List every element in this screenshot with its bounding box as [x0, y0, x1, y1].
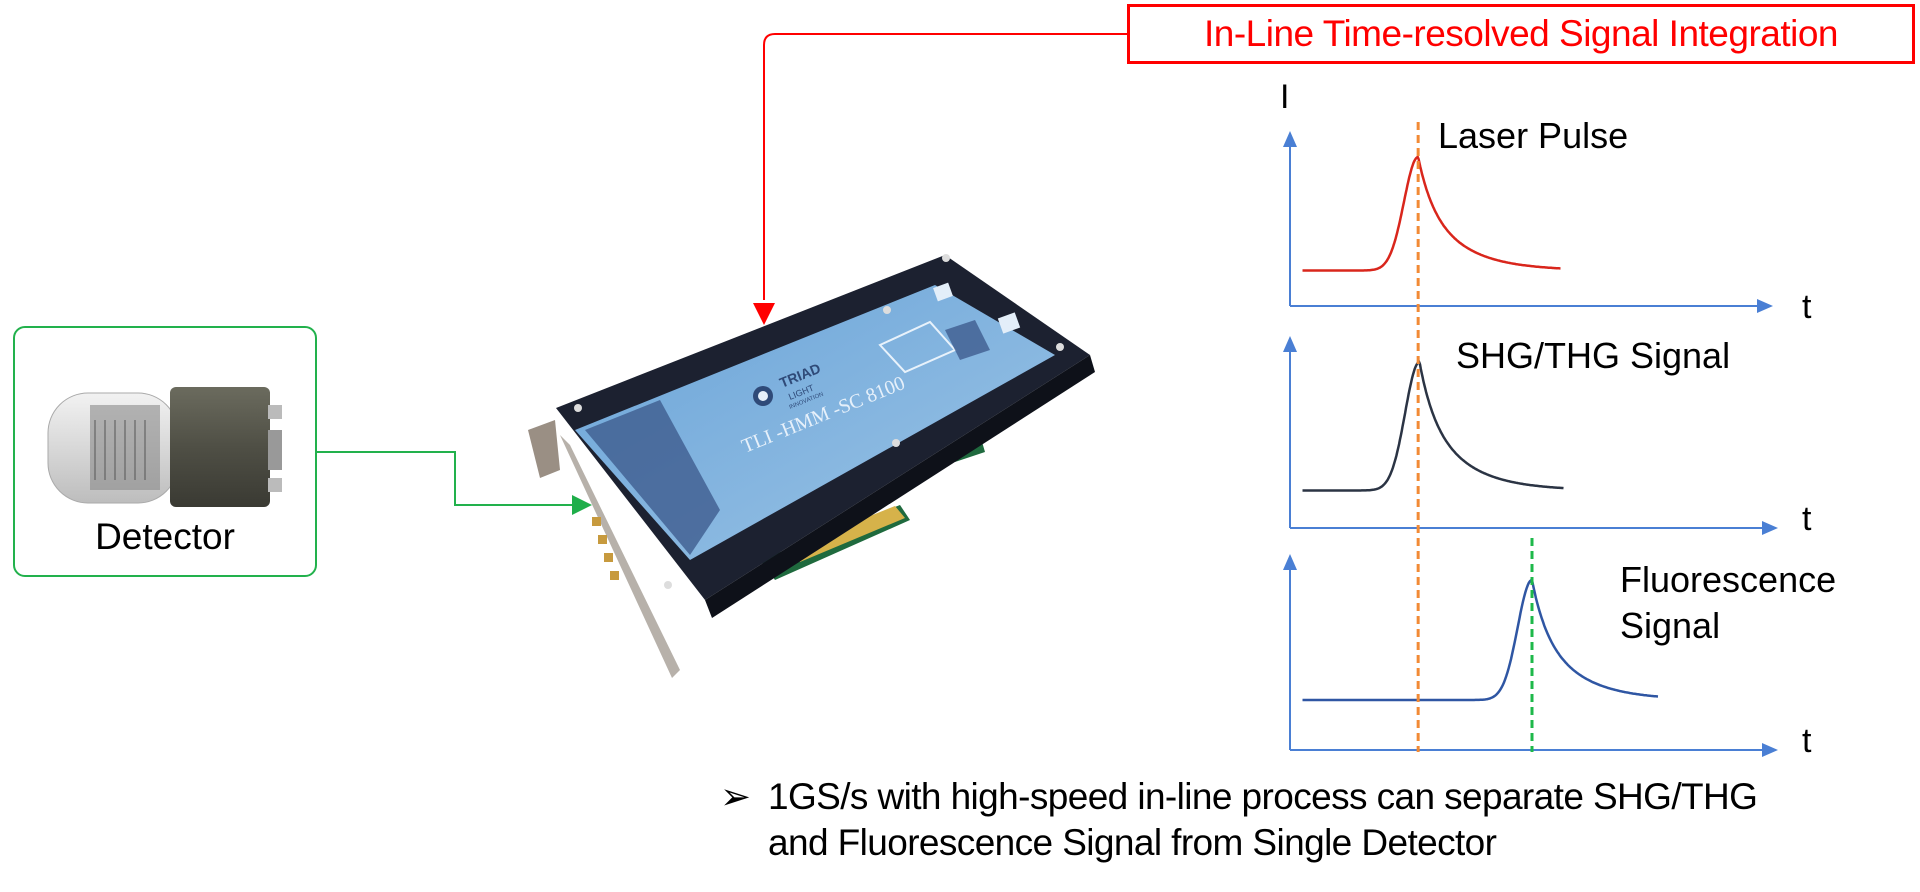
laser-pulse-label: Laser Pulse [1438, 115, 1628, 156]
fluorescence-signal-curve [1302, 578, 1659, 702]
fluorescence-signal-y-arrow-icon [1283, 554, 1297, 570]
bullet-line-1: 1GS/s with high-speed in-line process ca… [768, 776, 1758, 817]
title-box: In-Line Time-resolved Signal Integration [1127, 4, 1915, 64]
shg-signal-label: SHG/THG Signal [1456, 335, 1730, 376]
laser-pulse-x-arrow-icon [1757, 299, 1773, 313]
x-axis-label-laser: t [1802, 288, 1812, 326]
shg-signal-x-arrow-icon [1762, 521, 1778, 535]
title-to-card-connector [763, 33, 1127, 300]
bullet-arrow-icon: ➢ [720, 776, 751, 817]
summary-bullet: ➢ 1GS/s with high-speed in-line process … [720, 774, 1758, 866]
laser-pulse-y-arrow-icon [1283, 131, 1297, 147]
shg-signal-y-arrow-icon [1283, 336, 1297, 352]
title-text: In-Line Time-resolved Signal Integration [1203, 13, 1839, 54]
fluorescence-label-line2: Signal [1620, 605, 1720, 646]
x-axis-label-fluor: t [1802, 722, 1812, 760]
fluorescence-label-line1: Fluorescence [1620, 559, 1836, 600]
signal-plots [1283, 122, 1778, 757]
detector-box [13, 326, 317, 577]
red-arrowhead-icon [753, 303, 775, 325]
detector-tube-icon [47, 387, 282, 507]
laser-pulse-curve [1302, 155, 1561, 272]
detector-to-card-connector [317, 451, 572, 506]
shg-signal-curve [1302, 360, 1564, 492]
y-axis-label: I [1280, 78, 1289, 116]
digitizer-card-image [528, 254, 1095, 678]
fluorescence-signal-x-arrow-icon [1762, 743, 1778, 757]
detector-label: Detector [95, 516, 235, 557]
green-arrowhead-icon [572, 495, 592, 515]
bullet-line-2: and Fluorescence Signal from Single Dete… [768, 822, 1497, 863]
x-axis-label-shg: t [1802, 500, 1812, 538]
